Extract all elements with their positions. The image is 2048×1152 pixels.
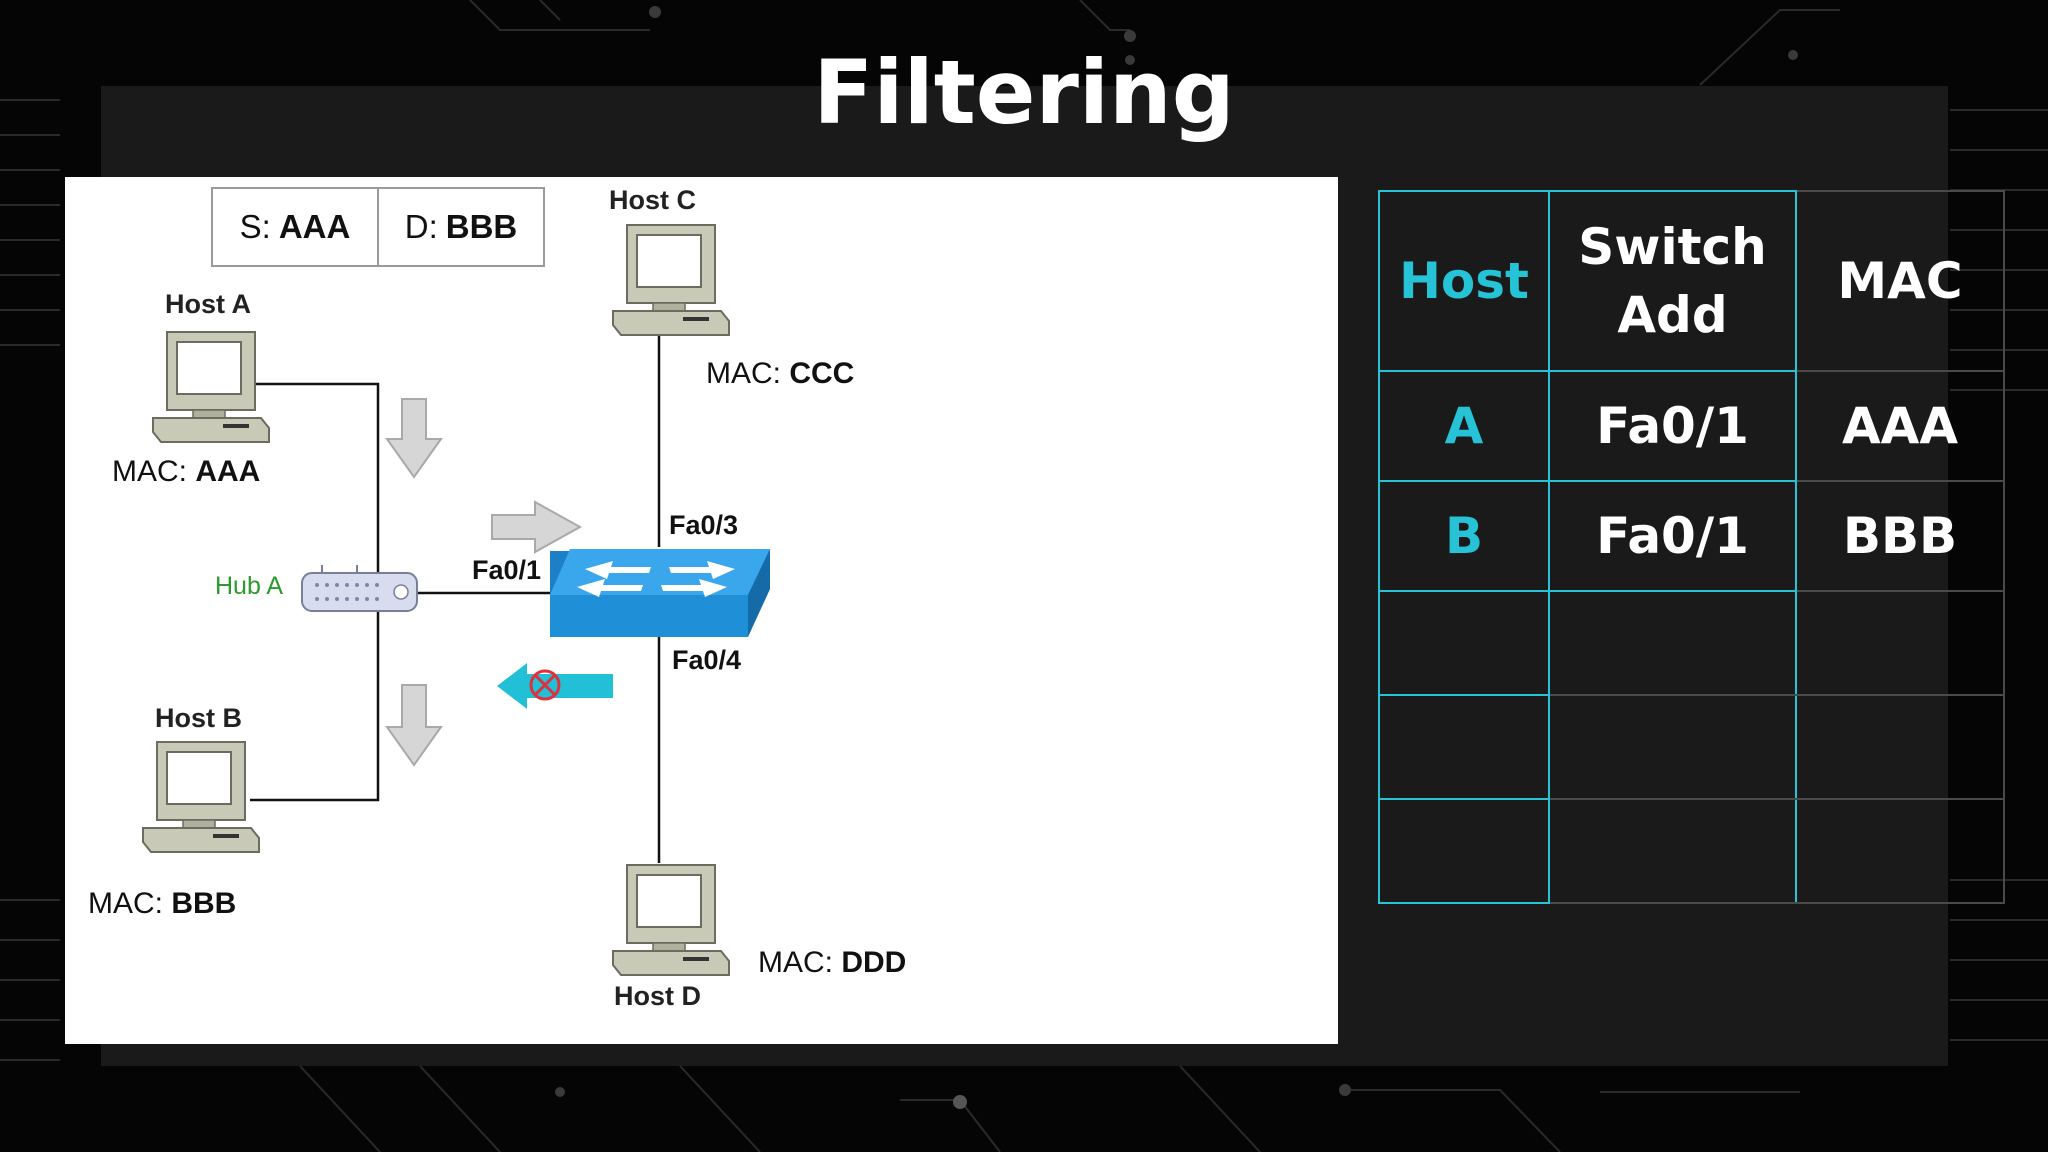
empty-cell <box>1548 798 1797 904</box>
table-header-row: Host Switch Add MAC <box>1378 190 2005 372</box>
host-a-mac: MAC: AAA <box>112 455 261 488</box>
port-fa03-label: Fa0/3 <box>669 510 739 540</box>
header-host: Host <box>1378 190 1550 372</box>
row-2-host: B <box>1378 480 1550 592</box>
empty-cell <box>1795 694 2005 800</box>
host-a-label: Host A <box>165 289 251 319</box>
host-b-mac: MAC: BBB <box>88 887 237 920</box>
row-1-port: Fa0/1 <box>1548 370 1797 482</box>
host-d-mac: MAC: DDD <box>758 946 907 979</box>
row-2-mac: BBB <box>1795 480 2005 592</box>
arrow-right <box>491 500 583 554</box>
empty-cell <box>1795 590 2005 696</box>
header-mac: MAC <box>1795 190 2005 372</box>
header-switch-add: Switch Add <box>1548 190 1797 372</box>
network-diagram: S:AAA D:BBB Host C Host A Host B Host D … <box>65 177 1338 1044</box>
host-c-computer-icon <box>612 224 730 336</box>
host-c-mac: MAC: CCC <box>706 357 855 390</box>
arrow-down-bottom <box>385 684 443 767</box>
empty-cell <box>1378 694 1550 800</box>
host-d-label: Host D <box>614 981 701 1011</box>
slide-title: Filtering <box>813 41 1235 144</box>
cable-host-a <box>250 382 380 572</box>
empty-cell <box>1548 694 1797 800</box>
hub-icon <box>301 565 418 612</box>
row-1-mac: AAA <box>1795 370 2005 482</box>
host-c-label: Host C <box>609 185 696 215</box>
table-row: B Fa0/1 BBB <box>1378 480 2005 592</box>
host-b-label: Host B <box>155 703 242 733</box>
arrow-down-top <box>385 398 443 479</box>
row-2-port: Fa0/1 <box>1548 480 1797 592</box>
cable-host-b <box>250 602 380 802</box>
host-d-computer-icon <box>612 864 730 976</box>
table-row-empty <box>1378 694 2005 800</box>
frame-source: S:AAA <box>239 208 351 245</box>
empty-cell <box>1378 798 1550 904</box>
flow-arrows <box>385 398 583 767</box>
switch-icon <box>550 549 770 637</box>
hub-label: Hub A <box>215 572 284 600</box>
table-row-empty <box>1378 590 2005 696</box>
empty-cell <box>1795 798 2005 904</box>
mac-address-table: Host Switch Add MAC A Fa0/1 AAA B Fa0/1 … <box>1378 190 2005 904</box>
host-a-computer-icon <box>152 331 270 443</box>
empty-cell <box>1378 590 1550 696</box>
table-row-empty <box>1378 798 2005 904</box>
port-fa04-label: Fa0/4 <box>672 645 742 675</box>
empty-cell <box>1548 590 1797 696</box>
row-1-host: A <box>1378 370 1550 482</box>
table-row: A Fa0/1 AAA <box>1378 370 2005 482</box>
blocked-arrow-icon <box>497 663 613 709</box>
diagram-graphics <box>142 224 770 976</box>
frame-destination: D:BBB <box>377 189 543 265</box>
host-b-computer-icon <box>142 741 260 853</box>
cables <box>250 325 661 863</box>
frame-header: S:AAA D:BBB <box>211 187 545 267</box>
port-fa01-label: Fa0/1 <box>472 555 542 585</box>
